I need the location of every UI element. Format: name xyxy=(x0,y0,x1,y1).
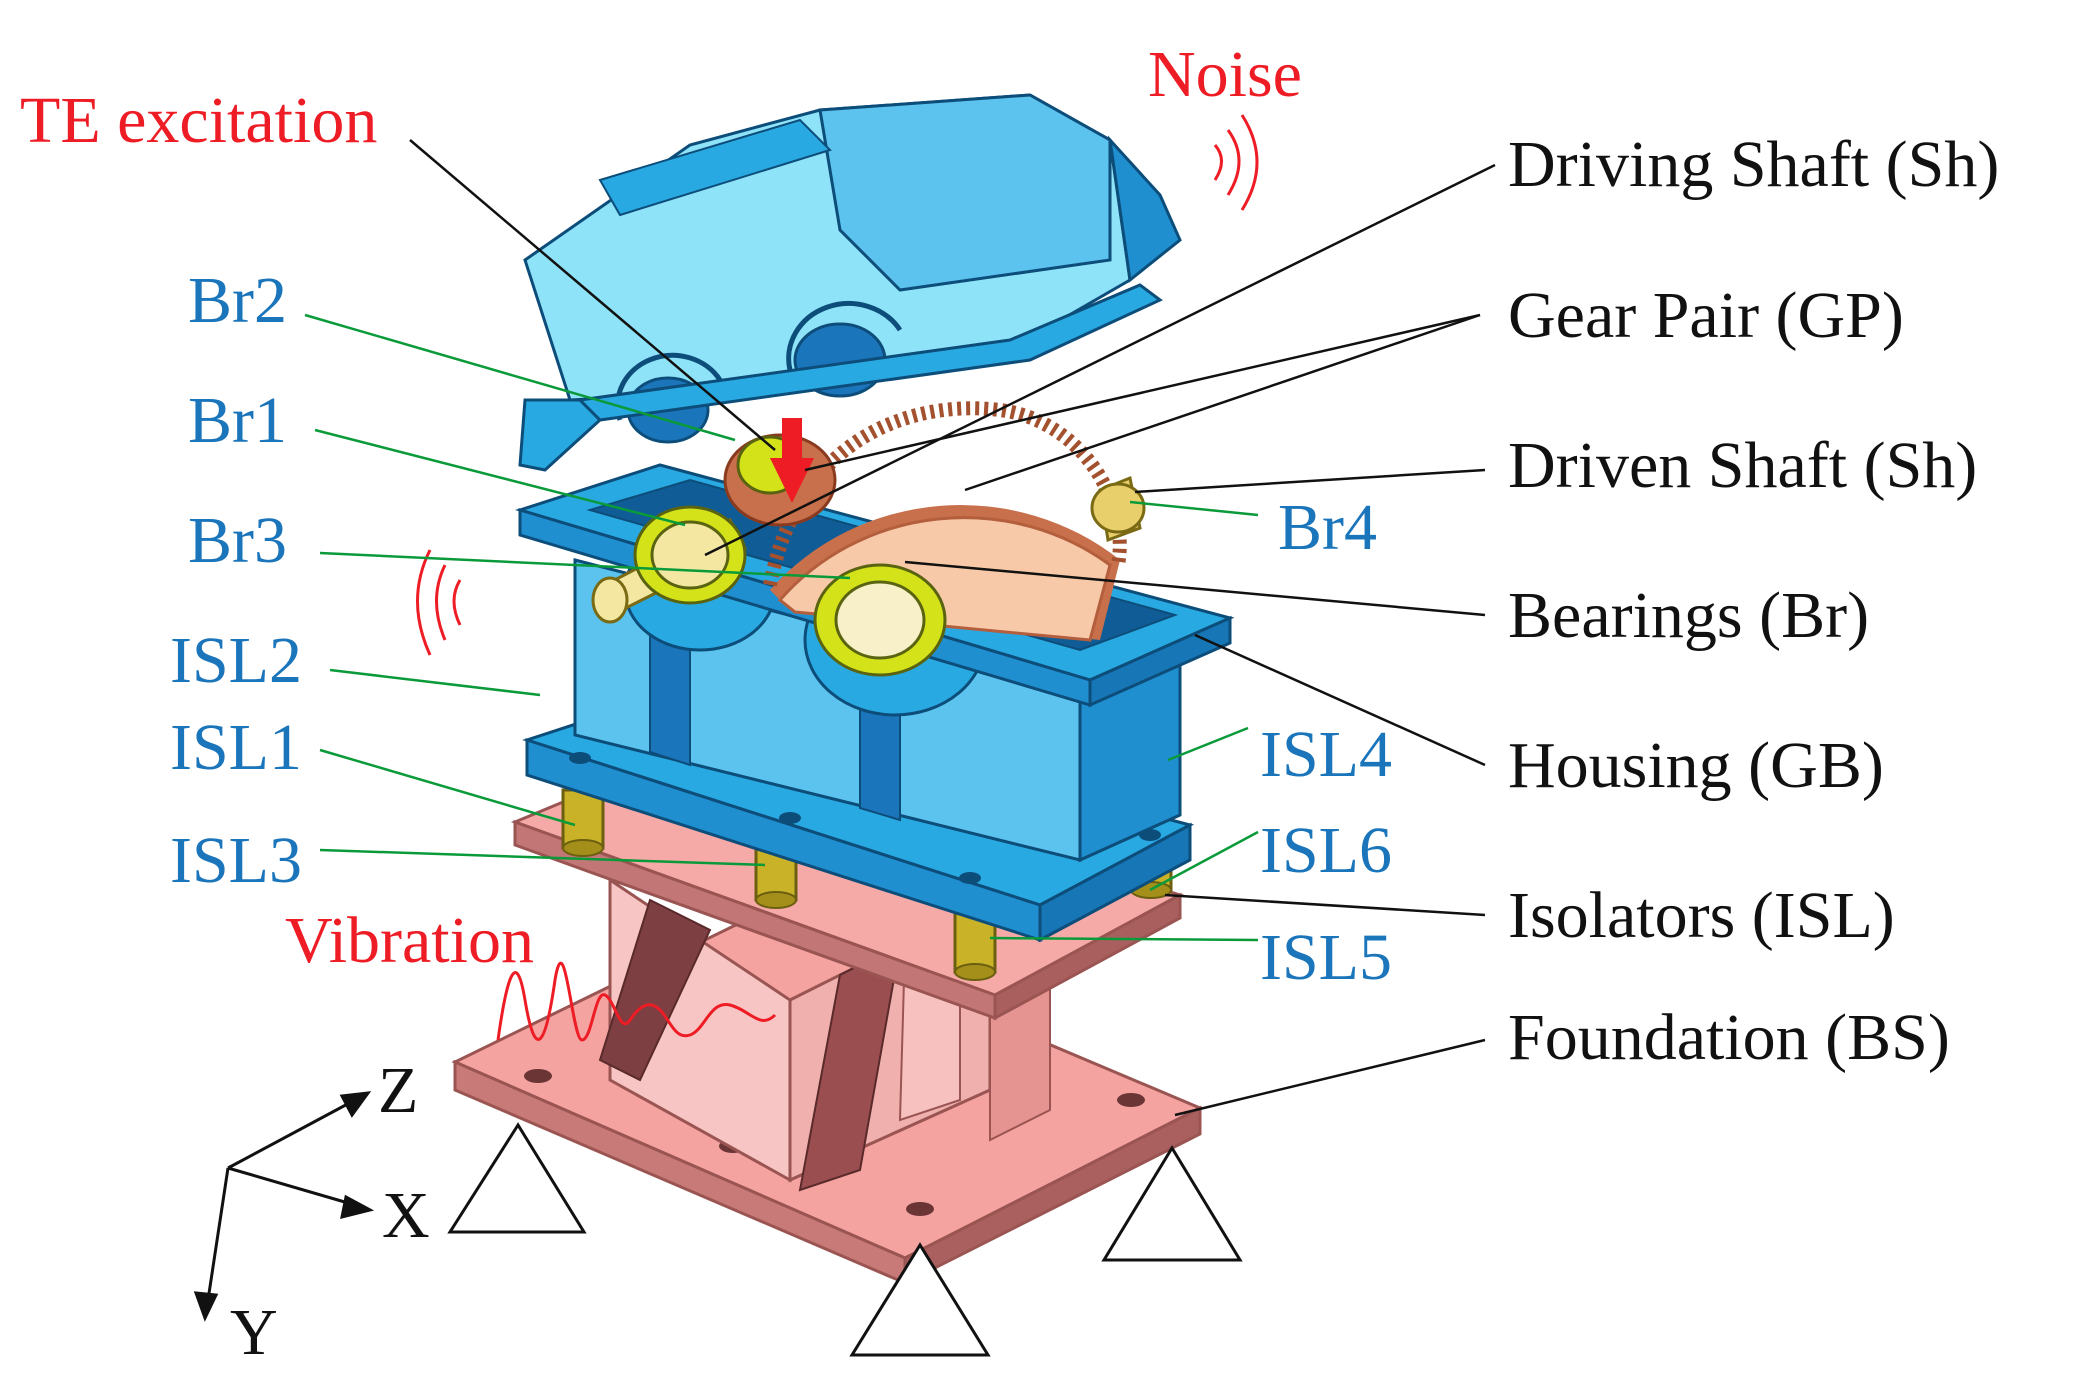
te-excitation-arrow-shaft xyxy=(782,418,802,463)
leader-te-excitation xyxy=(409,139,776,451)
driving-shaft-label: Driving Shaft (Sh) xyxy=(1508,128,2000,201)
left-wave-3 xyxy=(416,549,432,656)
leader-isl3 xyxy=(319,848,766,867)
leader-isl1 xyxy=(319,748,576,827)
bearings-label: Bearings (Br) xyxy=(1508,579,1870,652)
te-excitation-arrow-head xyxy=(770,458,814,503)
bearings-drawing xyxy=(633,435,1146,677)
excitation-marks xyxy=(416,114,1259,1042)
isl5-label: ISL5 xyxy=(1260,921,1392,994)
vibration-label: Vibration xyxy=(285,904,534,977)
leader-housing xyxy=(1194,633,1486,767)
support-triangle-left xyxy=(447,1122,587,1234)
isl2-label: ISL2 xyxy=(170,624,302,697)
driven-shaft-label: Driven Shaft (Sh) xyxy=(1508,429,1978,502)
housing-label: Housing (GB) xyxy=(1508,729,1884,802)
support-triangle-middle xyxy=(849,1242,991,1357)
leader-bearings xyxy=(904,560,1486,617)
leader-driven-shaft xyxy=(1134,468,1486,494)
leader-foundation xyxy=(1174,1038,1486,1117)
y-axis-line xyxy=(206,1167,230,1301)
y-axis-label: Y xyxy=(230,1296,278,1369)
x-axis-arrowhead xyxy=(340,1194,375,1220)
leader-isolators xyxy=(1164,893,1486,917)
foundation-label: Foundation (BS) xyxy=(1508,1001,1950,1074)
housing-cover-drawing xyxy=(518,93,1182,472)
coordinate-axes xyxy=(193,1091,375,1322)
isl4-label: ISL4 xyxy=(1260,718,1392,791)
leader-isl5 xyxy=(989,936,1259,942)
leader-driving-shaft xyxy=(704,163,1496,557)
leader-gear-pair-1 xyxy=(804,313,1481,472)
left-wave-2 xyxy=(435,564,447,641)
noise-label: Noise xyxy=(1148,38,1302,111)
br2-label: Br2 xyxy=(188,264,287,337)
br3-label: Br3 xyxy=(188,504,287,577)
leader-br4 xyxy=(1129,500,1259,517)
support-triangle-right xyxy=(1101,1145,1243,1262)
leader-br3 xyxy=(319,551,851,580)
te-excitation-label: TE excitation xyxy=(20,84,378,157)
leader-br1 xyxy=(314,428,686,527)
z-axis-arrowhead xyxy=(339,1091,372,1118)
z-axis-label: Z xyxy=(378,1054,419,1127)
br1-label: Br1 xyxy=(188,384,287,457)
noise-wave-1 xyxy=(1213,144,1223,181)
x-axis-label: X xyxy=(382,1179,430,1252)
leader-br2 xyxy=(304,313,736,442)
leader-gear-pair-2 xyxy=(964,313,1481,492)
isolators-label: Isolators (ISL) xyxy=(1508,879,1895,952)
isl6-label: ISL6 xyxy=(1260,814,1392,887)
vibration-wave xyxy=(496,961,777,1042)
br4-label: Br4 xyxy=(1278,491,1377,564)
leader-lines xyxy=(304,139,1496,1117)
noise-wave-2 xyxy=(1226,129,1241,196)
y-axis-arrowhead xyxy=(193,1291,219,1322)
z-axis-line xyxy=(227,1098,356,1170)
leader-isl2 xyxy=(329,668,541,697)
x-axis-line xyxy=(227,1166,356,1207)
isl3-label: ISL3 xyxy=(170,824,302,897)
isl1-label: ISL1 xyxy=(170,711,302,784)
leader-isl4 xyxy=(1167,726,1249,762)
supports xyxy=(447,1122,1243,1357)
left-wave-1 xyxy=(452,579,462,626)
gear-pair-label: Gear Pair (GP) xyxy=(1508,279,1904,352)
leader-isl6 xyxy=(1149,830,1259,892)
noise-wave-3 xyxy=(1240,114,1259,211)
